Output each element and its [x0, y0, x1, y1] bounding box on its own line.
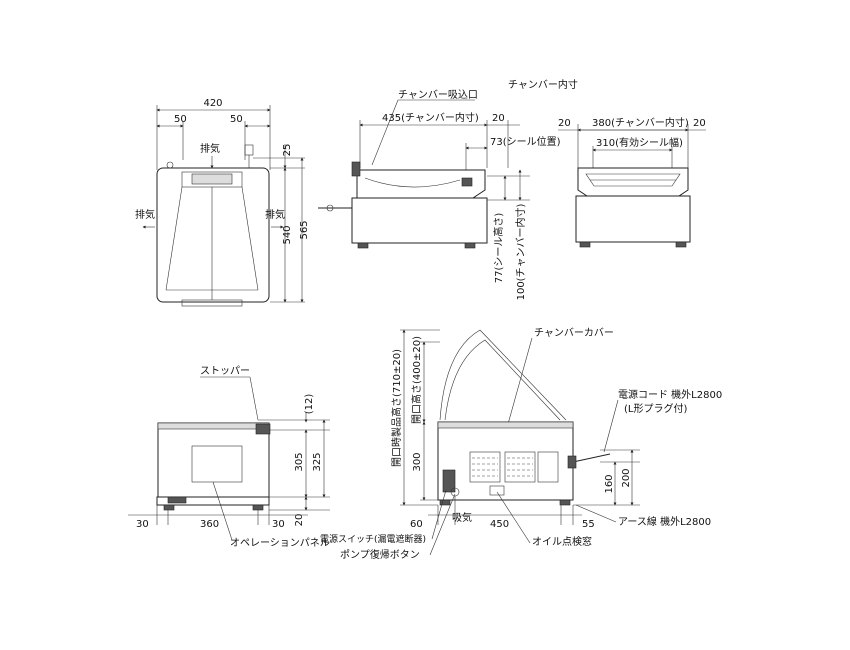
- side-chamber-length: 435(チャンバー内寸): [382, 111, 479, 124]
- power-cord-label: 電源コード 機外L2800: [618, 388, 722, 401]
- side-view: チャンバー内寸 チャンバー吸込口 435(チャンバー内寸) 20 73(シール位…: [318, 78, 578, 300]
- dim-160: 160: [604, 474, 615, 493]
- side-seal-height: 77(シール高さ): [492, 213, 505, 284]
- front-small-view: 20 380(チャンバー内寸) 20 310(有効シール幅): [558, 116, 706, 248]
- top-offset-right: 50: [230, 114, 243, 125]
- small-chamber-width: 380(チャンバー内寸): [592, 116, 689, 129]
- operation-panel-label: オペレーションパネル: [230, 537, 330, 549]
- small-offset-right: 20: [693, 118, 706, 129]
- back-height-body: 300: [412, 452, 423, 471]
- chamber-inner-title: チャンバー内寸: [508, 78, 578, 91]
- stopper-label: ストッパー: [200, 365, 250, 377]
- dim-450: 450: [490, 519, 509, 530]
- front-bottom-right: 30: [272, 519, 285, 530]
- top-depth-inner: 540: [282, 225, 293, 244]
- front-view: ストッパー (12) 305 325 20 30 360 30 オペレーションパ…: [128, 365, 330, 549]
- pump-reset-label: ポンプ復帰ボタン: [340, 548, 420, 561]
- top-exhaust-right: 排気: [265, 208, 285, 221]
- front-bottom-left: 30: [136, 519, 149, 530]
- dim-60: 60: [410, 519, 423, 530]
- dim-55: 55: [582, 519, 595, 530]
- back-view: チャンバーカバー 開口時製品高さ(710±20) 開口高さ(400±20): [320, 327, 722, 561]
- dim-200: 200: [621, 468, 632, 487]
- top-view: 420 50 50 排気 排気 排気 25 540 565: [135, 98, 310, 307]
- top-offset-left: 50: [174, 114, 187, 125]
- open-height-total: 開口時製品高さ(710±20): [390, 349, 403, 467]
- small-offset-left: 20: [558, 118, 571, 129]
- front-gap: (12): [304, 394, 315, 415]
- side-intake-label: チャンバー吸込口: [398, 89, 478, 101]
- side-seal-position: 73(シール位置): [490, 135, 561, 148]
- front-height-feet: 20: [294, 514, 305, 527]
- top-exhaust-left: 排気: [135, 208, 155, 221]
- top-width-total: 420: [203, 98, 222, 109]
- side-offset-right: 20: [492, 113, 505, 124]
- top-exhaust-top: 排気: [200, 142, 220, 155]
- front-bottom-center: 360: [200, 519, 219, 530]
- front-height-body: 305: [294, 452, 305, 471]
- intake-label: 吸気: [452, 511, 472, 524]
- small-seal-width: 310(有効シール幅): [596, 136, 683, 149]
- open-height: 開口高さ(400±20): [410, 336, 423, 424]
- earth-label: アース線 機外L2800: [618, 515, 711, 528]
- front-height-total: 325: [312, 452, 323, 471]
- side-chamber-height: 100(チャンバー内寸): [514, 204, 527, 301]
- top-depth-total: 565: [299, 220, 310, 239]
- top-dim-25: 25: [282, 144, 293, 157]
- oil-window-label: オイル点検窓: [532, 535, 592, 548]
- cover-label: チャンバーカバー: [534, 327, 614, 339]
- plug-note: (L形プラグ付): [624, 402, 687, 415]
- power-switch-label: 電源スイッチ(漏電遮断器): [320, 533, 426, 545]
